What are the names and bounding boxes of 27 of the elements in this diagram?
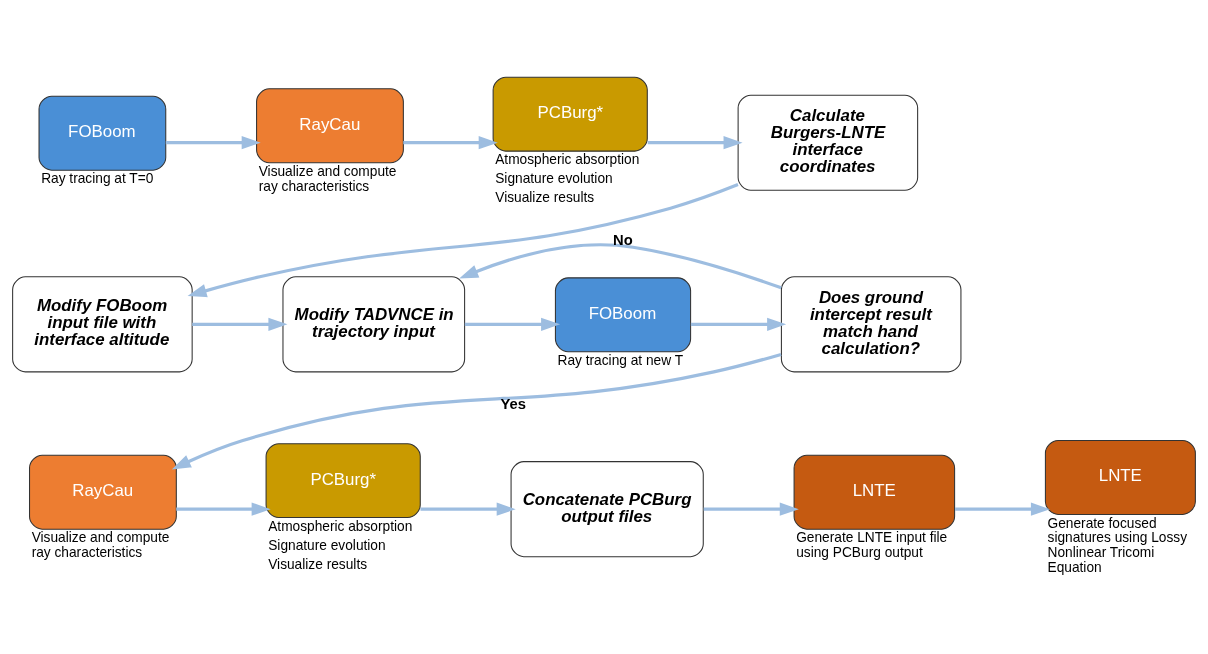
node-label: Visualize results (495, 189, 595, 205)
node-label: Visualize and compute ray characteristics (31, 529, 170, 560)
node-label: Atmospheric absorption (495, 151, 640, 167)
edge-label: Yes (500, 395, 526, 412)
node-label: Visualize and compute ray characteristics (258, 163, 397, 194)
arrow (420, 501, 516, 516)
arrow (176, 501, 271, 516)
arrow (955, 501, 1050, 516)
node-label: Signature evolution (268, 537, 386, 553)
arrow (459, 242, 782, 289)
node-label: Atmospheric absorption (268, 518, 413, 534)
arrow (165, 135, 261, 149)
node-label: Ray tracing at T=0 (41, 170, 154, 186)
arrow (403, 135, 498, 149)
node-label: Visualize results (268, 556, 368, 572)
arrow (647, 135, 743, 149)
node-label: Generate focused signatures using Lossy Nonlinear Tricomi Equation (1047, 515, 1188, 575)
edge-label: No (612, 231, 633, 248)
arrow (464, 317, 561, 331)
node-label: Signature evolution (495, 170, 613, 186)
arrow (703, 501, 799, 516)
arrow (171, 352, 782, 469)
arrow (192, 317, 288, 331)
node-label: Ray tracing at new T (557, 352, 684, 368)
arrow (187, 182, 739, 297)
arrow (690, 317, 787, 331)
node-label: Generate LNTE input file using PCBurg output (796, 529, 948, 560)
